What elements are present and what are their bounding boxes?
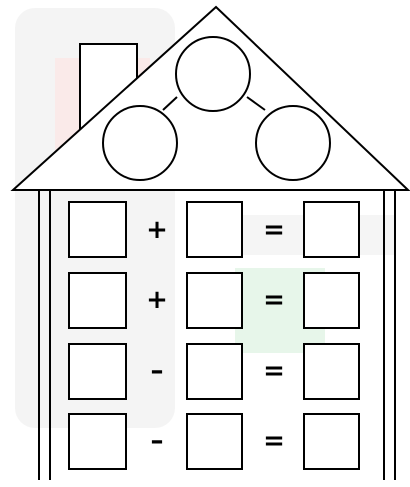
equation-row: + =: [69, 273, 359, 328]
equals-sign: =: [263, 356, 285, 386]
answer-box[interactable]: [187, 414, 242, 469]
answer-box[interactable]: [304, 202, 359, 257]
operator-sign: +: [146, 215, 168, 245]
operator-sign: +: [146, 285, 168, 315]
top-circle[interactable]: [176, 37, 250, 111]
equation-row: – =: [69, 414, 359, 469]
operator-sign: –: [151, 426, 164, 456]
answer-box[interactable]: [69, 414, 126, 469]
answer-box[interactable]: [69, 202, 126, 257]
answer-box[interactable]: [187, 202, 242, 257]
answer-box[interactable]: [304, 344, 359, 399]
answer-box[interactable]: [69, 344, 126, 399]
answer-box[interactable]: [187, 273, 242, 328]
right-circle[interactable]: [256, 106, 330, 180]
answer-box[interactable]: [304, 414, 359, 469]
equation-row: – =: [69, 344, 359, 399]
answer-box[interactable]: [304, 273, 359, 328]
equals-sign: =: [263, 215, 285, 245]
answer-box[interactable]: [69, 273, 126, 328]
answer-box[interactable]: [187, 344, 242, 399]
equals-sign: =: [263, 426, 285, 456]
equals-sign: =: [263, 285, 285, 315]
left-circle[interactable]: [103, 106, 177, 180]
equation-row: + =: [69, 202, 359, 257]
operator-sign: –: [151, 356, 164, 386]
